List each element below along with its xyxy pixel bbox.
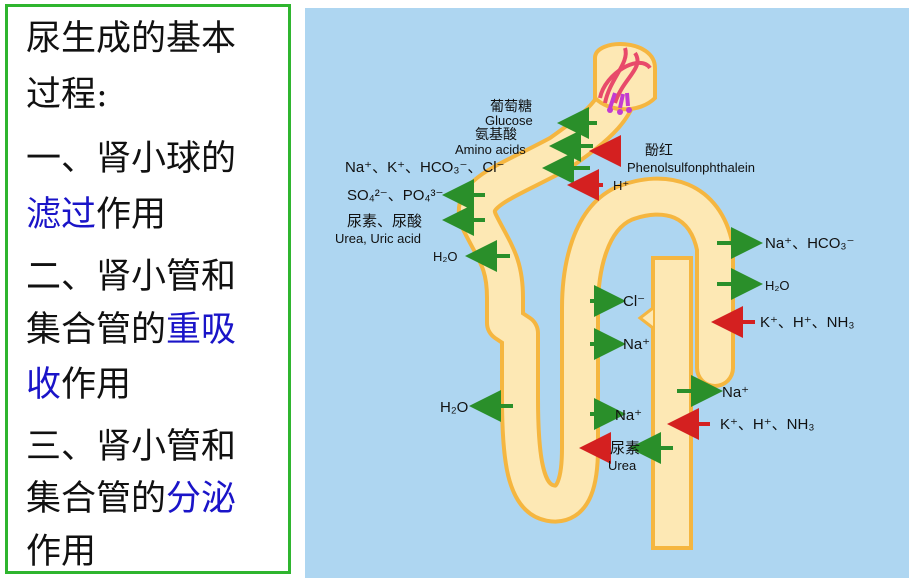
item3-line-1: 三、肾小管和 [26, 427, 237, 467]
label-cl-mid: Cl⁻ [623, 293, 645, 310]
label-urea2-en: Urea [608, 458, 637, 473]
label-na-low: Na⁺ [615, 407, 642, 424]
label-glucose-cn: 葡萄糖 [490, 98, 532, 114]
label-urea2-cn: 尿素 [610, 440, 640, 457]
label-glucose-en: Glucose [485, 113, 533, 128]
item1-line: 一、肾小球的 [26, 139, 237, 179]
label-na-mid: Na⁺ [623, 336, 650, 353]
item1-suffix: 作用 [96, 195, 167, 235]
title-line-1: 尿生成的基本 [26, 19, 237, 59]
text-panel: 尿生成的基本 过程: 一、肾小球的 滤过作用 二、肾小管和 集合管的重吸 收作用… [5, 4, 291, 574]
item2-highlight-b: 收 [26, 365, 62, 405]
item2-suffix: 作用 [61, 365, 132, 405]
title-line-2: 过程: [26, 75, 108, 115]
item2-line-1: 二、肾小管和 [26, 257, 237, 297]
item1-highlight: 滤过 [26, 195, 97, 235]
label-h2o-left: H₂O [440, 399, 468, 416]
label-phenol-cn: 酚红 [645, 142, 673, 158]
label-ions2: SO₄²⁻、PO₄³⁻ [347, 187, 443, 204]
label-na-right: Na⁺ [722, 384, 749, 401]
label-secrete1: K⁺、H⁺、NH₃ [760, 314, 854, 331]
item2-line-3: 收作用 [26, 365, 131, 405]
item3-prefix: 集合管的 [26, 479, 167, 519]
item2-prefix: 集合管的 [26, 310, 167, 350]
label-h2o-1: H₂O [433, 249, 458, 264]
label-na-hco3: Na⁺、HCO₃⁻ [765, 235, 854, 252]
label-amino-en: Amino acids [455, 142, 526, 157]
glomerulus-vessels [598, 47, 652, 115]
tubule [456, 42, 735, 550]
label-ions1: Na⁺、K⁺、HCO₃⁻、Cl⁻ [345, 159, 504, 176]
label-secrete2: K⁺、H⁺、NH₃ [720, 416, 814, 433]
label-phenol-en: Phenolsulfonphthalein [627, 160, 755, 175]
label-hplus-top: H⁺ [613, 178, 629, 193]
label-urea-en: Urea, Uric acid [335, 231, 421, 246]
nephron-svg: 葡萄糖 Glucose 氨基酸 Amino acids 酚红 Phenolsul… [335, 42, 854, 550]
item3-line-2: 集合管的分泌 [26, 479, 236, 519]
label-h2o-right: H₂O [765, 278, 790, 293]
item2-line-2: 集合管的重吸 [26, 310, 236, 350]
item2-highlight-a: 重吸 [166, 310, 237, 350]
item3-highlight: 分泌 [166, 479, 237, 519]
item3-line-3: 作用 [26, 532, 97, 572]
nephron-diagram: 葡萄糖 Glucose 氨基酸 Amino acids 酚红 Phenolsul… [305, 8, 909, 578]
item1-line-2: 滤过作用 [26, 195, 166, 235]
label-urea-cn: 尿素、尿酸 [347, 213, 422, 230]
label-amino-cn: 氨基酸 [475, 126, 517, 142]
